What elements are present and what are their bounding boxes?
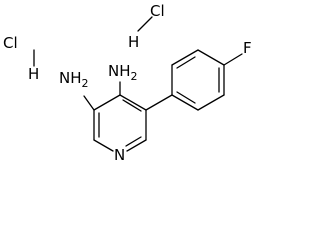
amine-label-right: NH2 [108,62,138,83]
bond-c5-aryl [145,94,173,111]
ring-double-c6-n [125,136,142,147]
bond-lines [33,16,243,152]
bond-c3-nh2 [83,95,95,111]
ring-double-c4-c5 [122,99,142,112]
aryl-bond-1 [171,94,199,111]
aryl-bond-5 [171,49,199,66]
aryl-bond-2 [197,94,225,111]
hydrogen-label-left: H [28,65,39,83]
aryl-double-3 [176,56,196,69]
fluorine-label: F [243,39,252,57]
ring-bond-c6-n [126,139,147,152]
bond-c-f [223,53,243,66]
hydrogen-label-right: H [128,33,139,51]
molecule-structure-svg: Cl H Cl H NH2 NH2 N F [3,2,252,164]
hcl-bond-right [137,16,153,32]
ring-bond-c3-c4 [93,94,121,111]
amine-label-left: NH2 [59,69,89,90]
atom-labels: Cl H Cl H NH2 NH2 N F [3,2,252,164]
structure-canvas: Cl H Cl H NH2 NH2 N F [3,2,252,164]
aryl-double-1 [176,91,196,104]
chlorine-label-left: Cl [3,34,18,52]
ring-bond-n-c2 [93,139,114,152]
chlorine-label-right: Cl [150,2,165,20]
ring-bond-c4-c5 [119,94,147,111]
ring-nitrogen-label: N [114,146,125,164]
aryl-bond-4 [197,49,225,66]
